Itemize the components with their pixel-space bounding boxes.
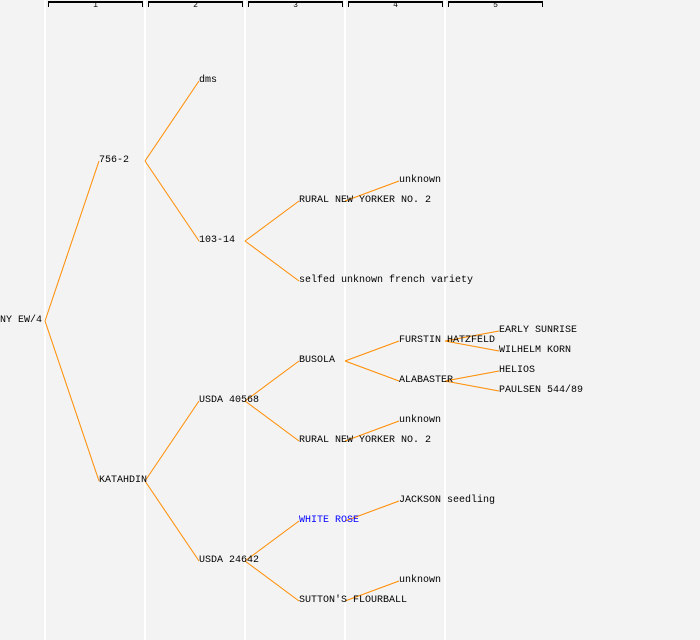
pedigree-node: RURAL NEW YORKER NO. 2 — [299, 435, 432, 446]
generation-header-4: 4 — [348, 1, 443, 10]
connector-line — [344, 340, 400, 362]
pedigree-node: NY EW/4 — [0, 315, 43, 326]
pedigree-node: EARLY SUNRISE — [499, 325, 578, 336]
pedigree-node: USDA 24642 — [199, 555, 260, 566]
connector-line — [44, 160, 100, 322]
connector-line — [344, 360, 400, 382]
column-separator — [444, 0, 446, 640]
column-separator — [344, 0, 346, 640]
connector-line — [244, 360, 300, 402]
connector-line — [344, 180, 400, 202]
connector-line — [244, 520, 300, 562]
generation-label: 1 — [93, 1, 98, 10]
connector-line — [344, 500, 400, 522]
column-separator — [144, 0, 146, 640]
connector-line — [144, 80, 200, 162]
connector-line — [44, 320, 100, 482]
connector-line — [244, 560, 300, 602]
pedigree-node: 756-2 — [99, 155, 130, 166]
pedigree-node: HELIOS — [499, 365, 536, 376]
pedigree-node: RURAL NEW YORKER NO. 2 — [299, 195, 432, 206]
pedigree-node: PAULSEN 544/89 — [499, 385, 584, 396]
connector-line — [444, 340, 500, 352]
pedigree-node: JACKSON seedling — [399, 495, 496, 506]
connector-line — [244, 240, 300, 282]
pedigree-node: KATAHDIN — [99, 475, 148, 486]
connector-line — [244, 200, 300, 242]
generation-header-2: 2 — [148, 1, 243, 10]
connector-line — [444, 330, 500, 342]
generation-label: 4 — [393, 1, 398, 10]
connector-line — [144, 480, 200, 562]
generation-header-1: 1 — [48, 1, 143, 10]
pedigree-node: 103-14 — [199, 235, 236, 246]
generation-header-3: 3 — [248, 1, 343, 10]
connector-line — [444, 380, 500, 392]
generation-label: 5 — [493, 1, 498, 10]
pedigree-node: WILHELM KORN — [499, 345, 572, 356]
connector-line — [344, 580, 400, 602]
connector-line — [344, 420, 400, 442]
pedigree-node: USDA 40568 — [199, 395, 260, 406]
pedigree-node: dms — [199, 75, 218, 86]
generation-header-5: 5 — [448, 1, 543, 10]
connector-line — [444, 370, 500, 382]
pedigree-node: unknown — [399, 415, 442, 426]
connector-line — [144, 160, 200, 242]
pedigree-node: FURSTIN HATZFELD — [399, 335, 496, 346]
pedigree-node: unknown — [399, 175, 442, 186]
pedigree-node: SUTTON'S FLOURBALL — [299, 595, 408, 606]
pedigree-node: unknown — [399, 575, 442, 586]
generation-label: 3 — [293, 1, 298, 10]
connector-line — [244, 400, 300, 442]
pedigree-node-link[interactable]: WHITE ROSE — [299, 515, 360, 526]
pedigree-node: selfed unknown french variety — [299, 275, 474, 286]
pedigree-node: BUSOLA — [299, 355, 336, 366]
pedigree-node: ALABASTER — [399, 375, 454, 386]
connector-line — [144, 400, 200, 482]
column-separator — [244, 0, 246, 640]
generation-label: 2 — [193, 1, 198, 10]
